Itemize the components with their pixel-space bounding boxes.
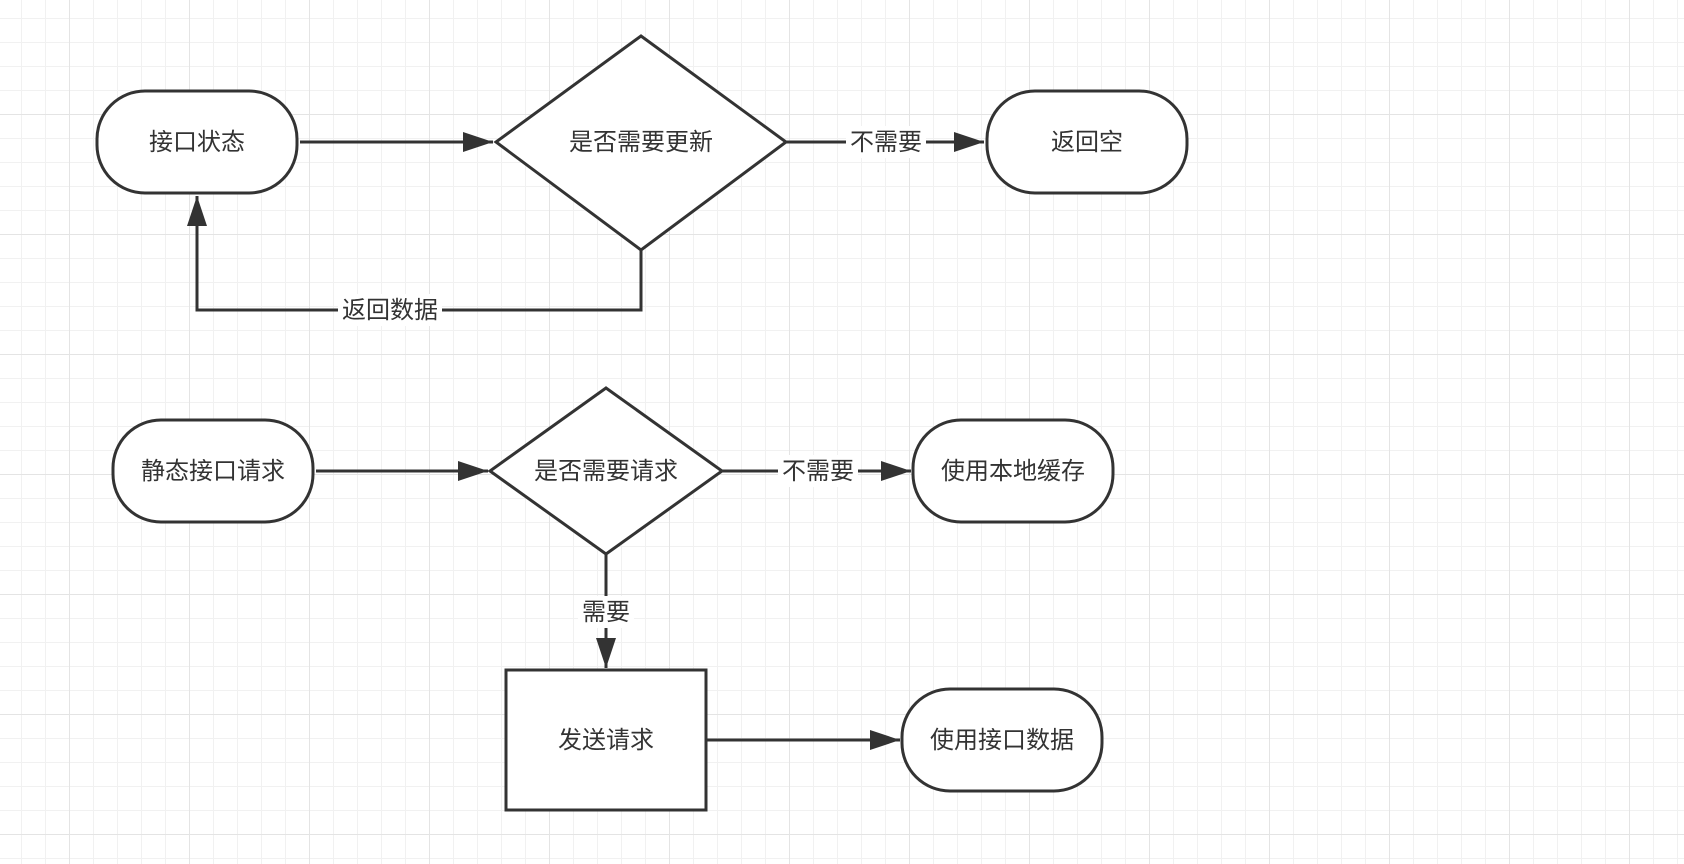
node-static-request: 静态接口请求 <box>111 418 315 524</box>
edge-update-to-status <box>187 196 643 312</box>
edge-label-return-data: 返回数据 <box>342 296 438 324</box>
edge-label-bg-no-request <box>778 455 858 487</box>
node-need-update: 是否需要更新 <box>493 34 789 252</box>
node-need-update-label: 是否需要更新 <box>569 128 713 156</box>
node-interface-status-label: 接口状态 <box>149 128 245 156</box>
node-use-local-cache-label: 使用本地缓存 <box>941 457 1085 485</box>
edge-label-no-update: 不需要 <box>850 128 922 156</box>
edge-label-bg-need <box>578 596 634 628</box>
node-use-interface-data-label: 使用接口数据 <box>930 726 1074 754</box>
node-need-request-label: 是否需要请求 <box>534 457 678 485</box>
node-return-empty: 返回空 <box>985 89 1189 195</box>
edge-label-bg-no-update <box>846 126 926 158</box>
node-send-request: 发送请求 <box>504 668 708 812</box>
node-use-interface-data: 使用接口数据 <box>900 687 1104 793</box>
node-send-request-label: 发送请求 <box>558 726 654 754</box>
node-interface-status: 接口状态 <box>95 89 299 195</box>
edge-label-need: 需要 <box>582 598 630 626</box>
node-need-request: 是否需要请求 <box>487 386 725 556</box>
node-static-request-label: 静态接口请求 <box>141 457 285 485</box>
node-return-empty-label: 返回空 <box>1051 128 1123 156</box>
edge-label-bg-return-data <box>338 294 442 326</box>
edge-label-no-request: 不需要 <box>782 457 854 485</box>
node-use-local-cache: 使用本地缓存 <box>911 418 1115 524</box>
